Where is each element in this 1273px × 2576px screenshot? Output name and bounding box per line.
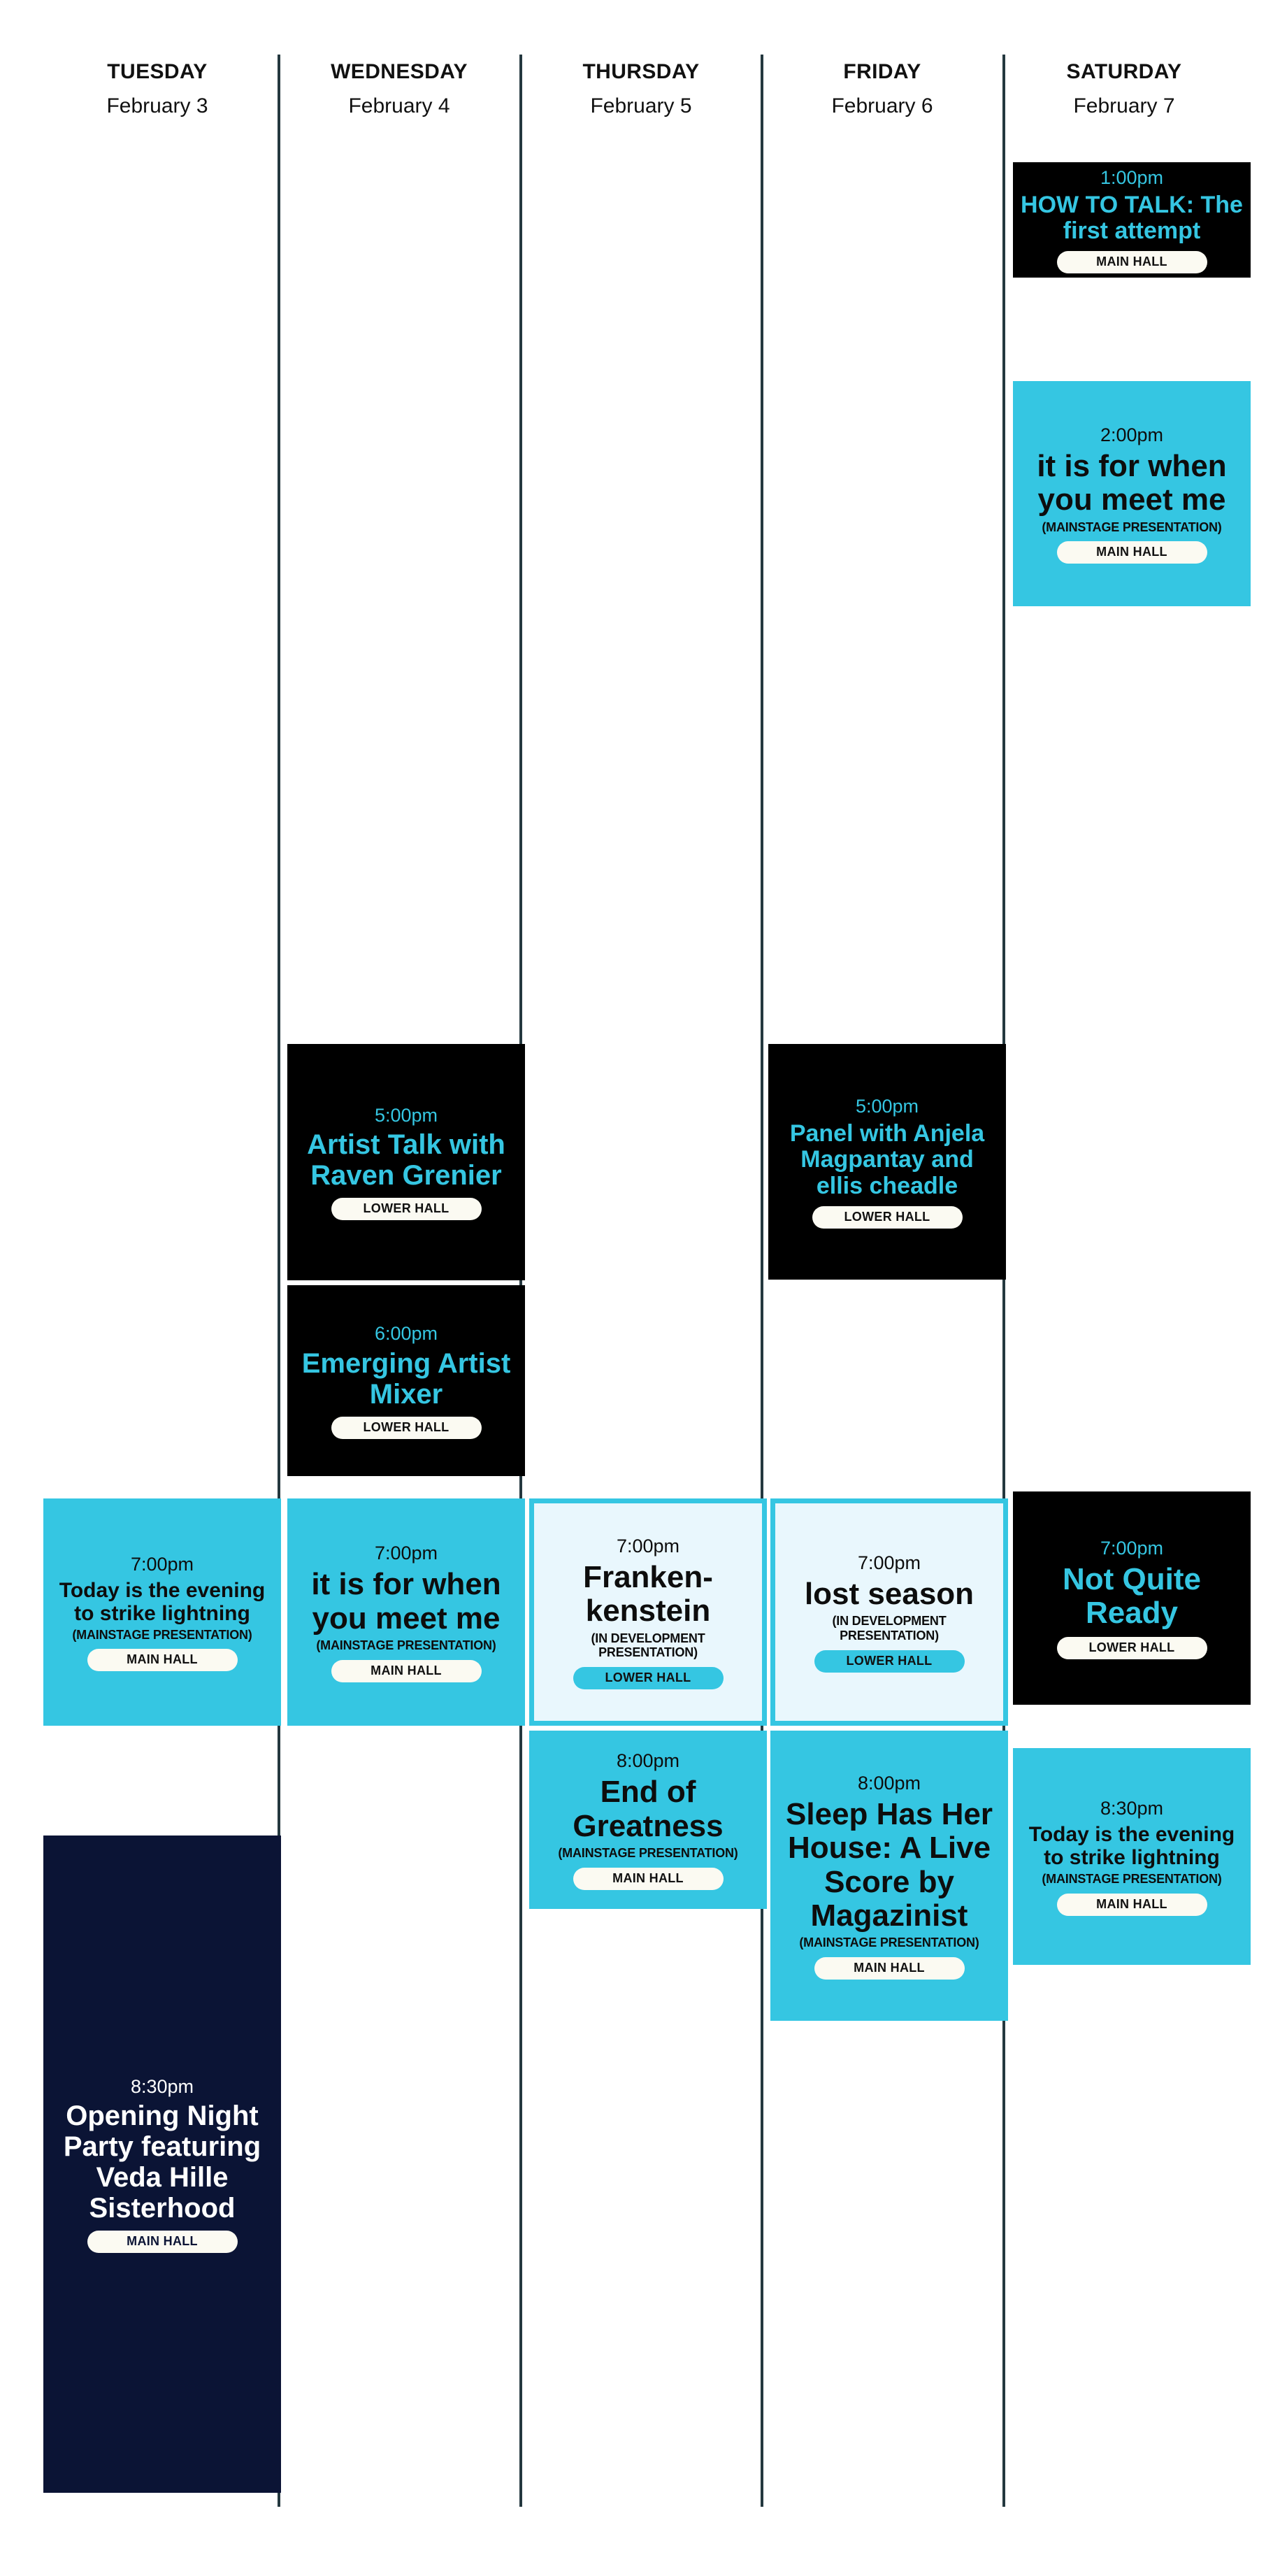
event-card[interactable]: 7:00pm Franken-kenstein (IN DEVELOPMENT … bbox=[529, 1498, 767, 1726]
event-time: 8:00pm bbox=[857, 1772, 921, 1794]
event-card[interactable]: 5:00pm Artist Talk with Raven Grenier LO… bbox=[287, 1044, 525, 1280]
event-card[interactable]: 5:00pm Panel with Anjela Magpantay and e… bbox=[768, 1044, 1006, 1280]
event-title: Artist Talk with Raven Grenier bbox=[307, 1129, 505, 1192]
event-card[interactable]: 8:00pm Sleep Has Her House: A Live Score… bbox=[770, 1731, 1008, 2021]
day-name: WEDNESDAY bbox=[331, 60, 468, 83]
event-subtitle: (MAINSTAGE PRESENTATION) bbox=[1042, 1872, 1222, 1887]
day-header-saturday: SATURDAY February 7 bbox=[1005, 60, 1243, 117]
day-date: February 7 bbox=[1073, 94, 1175, 117]
event-time: 1:00pm bbox=[1100, 166, 1164, 188]
event-venue-pill[interactable]: MAIN HALL bbox=[87, 1649, 238, 1672]
event-subtitle: (IN DEVELOPMENT PRESENTATION) bbox=[832, 1614, 947, 1643]
event-title: Opening Night Party featuring Veda Hille… bbox=[63, 2101, 261, 2224]
event-title: Not Quite Ready bbox=[1063, 1561, 1201, 1630]
event-time: 2:00pm bbox=[1100, 424, 1164, 445]
event-venue-pill[interactable]: MAIN HALL bbox=[87, 2231, 238, 2254]
event-subtitle: (IN DEVELOPMENT PRESENTATION) bbox=[591, 1631, 705, 1660]
event-title: Today is the evening to strike lightning bbox=[1028, 1823, 1235, 1870]
event-card[interactable]: 1:00pm HOW TO TALK: The first attempt MA… bbox=[1013, 162, 1251, 278]
event-title: HOW TO TALK: The first attempt bbox=[1021, 191, 1243, 244]
event-venue-pill[interactable]: MAIN HALL bbox=[1056, 251, 1207, 274]
event-card[interactable]: 6:00pm Emerging Artist Mixer LOWER HALL bbox=[287, 1285, 525, 1476]
event-subtitle: (MAINSTAGE PRESENTATION) bbox=[799, 1935, 979, 1950]
event-venue-pill[interactable]: LOWER HALL bbox=[331, 1416, 482, 1439]
day-header-thursday: THURSDAY February 5 bbox=[522, 60, 760, 117]
event-subtitle: (MAINSTAGE PRESENTATION) bbox=[72, 1627, 252, 1642]
event-card[interactable]: 2:00pm it is for when you meet me (MAINS… bbox=[1013, 381, 1251, 606]
event-card[interactable]: 7:00pm lost season (IN DEVELOPMENT PRESE… bbox=[770, 1498, 1008, 1726]
event-title: Franken-kenstein bbox=[583, 1559, 713, 1629]
event-card[interactable]: 7:00pm it is for when you meet me (MAINS… bbox=[287, 1498, 525, 1726]
event-time: 8:30pm bbox=[130, 2075, 194, 2097]
column-divider-1 bbox=[278, 55, 280, 2507]
event-title: Today is the evening to strike lightning bbox=[59, 1578, 266, 1625]
day-name: FRIDAY bbox=[843, 60, 921, 83]
event-card[interactable]: 8:30pm Today is the evening to strike li… bbox=[1013, 1748, 1251, 1965]
event-title: lost season bbox=[804, 1577, 974, 1612]
day-name: SATURDAY bbox=[1066, 60, 1182, 83]
event-venue-pill[interactable]: MAIN HALL bbox=[1056, 541, 1207, 564]
column-divider-2 bbox=[519, 55, 522, 2507]
event-time: 6:00pm bbox=[374, 1323, 438, 1345]
day-date: February 4 bbox=[348, 94, 450, 117]
event-card[interactable]: 7:00pm Today is the evening to strike li… bbox=[43, 1498, 281, 1726]
event-venue-pill[interactable]: LOWER HALL bbox=[1056, 1637, 1207, 1660]
event-time: 7:00pm bbox=[130, 1553, 194, 1575]
event-subtitle: (MAINSTAGE PRESENTATION) bbox=[558, 1846, 738, 1861]
event-card[interactable]: 8:00pm End of Greatness (MAINSTAGE PRESE… bbox=[529, 1731, 767, 1909]
day-header-tuesday: TUESDAY February 3 bbox=[38, 60, 276, 117]
day-header-wednesday: WEDNESDAY February 4 bbox=[280, 60, 518, 117]
event-venue-pill[interactable]: LOWER HALL bbox=[573, 1667, 724, 1690]
event-time: 7:00pm bbox=[1100, 1537, 1164, 1559]
event-venue-pill[interactable]: LOWER HALL bbox=[814, 1650, 965, 1673]
event-time: 8:00pm bbox=[616, 1750, 680, 1772]
event-title: it is for when you meet me bbox=[311, 1567, 501, 1636]
day-date: February 6 bbox=[831, 94, 933, 117]
event-card[interactable]: 7:00pm Not Quite Ready LOWER HALL bbox=[1013, 1491, 1251, 1705]
event-venue-pill[interactable]: MAIN HALL bbox=[573, 1867, 724, 1890]
event-title: Sleep Has Her House: A Live Score by Mag… bbox=[786, 1796, 993, 1933]
day-name: THURSDAY bbox=[582, 60, 700, 83]
event-title: Emerging Artist Mixer bbox=[301, 1347, 511, 1410]
event-title: Panel with Anjela Magpantay and ellis ch… bbox=[789, 1119, 985, 1199]
day-header-friday: FRIDAY February 6 bbox=[763, 60, 1001, 117]
event-subtitle: (MAINSTAGE PRESENTATION) bbox=[316, 1638, 496, 1653]
event-venue-pill[interactable]: MAIN HALL bbox=[331, 1659, 482, 1682]
event-time: 8:30pm bbox=[1100, 1798, 1164, 1819]
day-name: TUESDAY bbox=[107, 60, 208, 83]
event-card[interactable]: 8:30pm Opening Night Party featuring Ved… bbox=[43, 1836, 281, 2493]
event-time: 7:00pm bbox=[616, 1535, 680, 1557]
event-title: it is for when you meet me bbox=[1037, 448, 1227, 517]
column-divider-3 bbox=[761, 55, 763, 2507]
event-venue-pill[interactable]: MAIN HALL bbox=[1056, 1893, 1207, 1916]
column-divider-4 bbox=[1002, 55, 1005, 2507]
day-date: February 5 bbox=[590, 94, 692, 117]
event-venue-pill[interactable]: LOWER HALL bbox=[331, 1198, 482, 1221]
event-venue-pill[interactable]: LOWER HALL bbox=[812, 1206, 963, 1229]
event-time: 5:00pm bbox=[855, 1095, 919, 1117]
event-venue-pill[interactable]: MAIN HALL bbox=[814, 1957, 965, 1980]
event-time: 7:00pm bbox=[374, 1543, 438, 1564]
event-subtitle: (MAINSTAGE PRESENTATION) bbox=[1042, 520, 1222, 534]
event-time: 7:00pm bbox=[857, 1552, 921, 1574]
event-title: End of Greatness bbox=[573, 1775, 724, 1843]
event-time: 5:00pm bbox=[374, 1104, 438, 1126]
day-date: February 3 bbox=[106, 94, 208, 117]
